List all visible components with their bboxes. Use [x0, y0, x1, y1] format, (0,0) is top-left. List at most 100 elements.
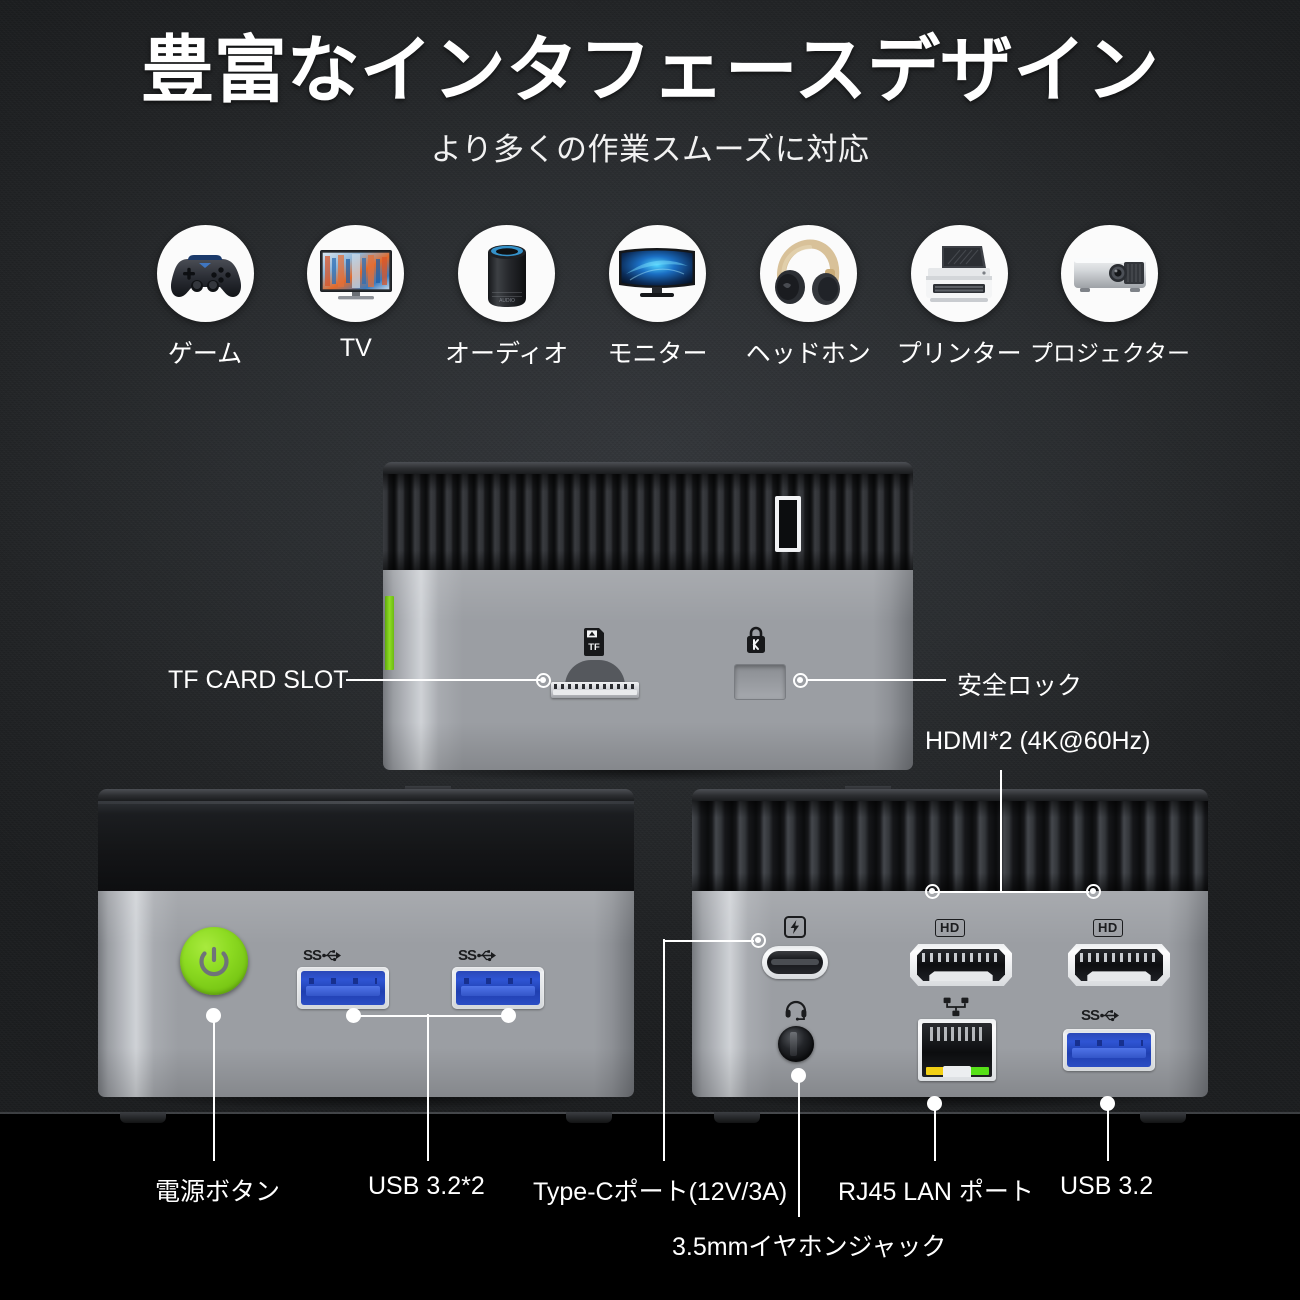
usb-port-front-2[interactable] [452, 967, 544, 1009]
ss-text: SS [303, 947, 322, 964]
hdmi-anchor-left [925, 884, 940, 899]
tf-card-slot[interactable] [551, 660, 639, 698]
printer-icon [910, 225, 1008, 322]
security-lock-leader [806, 679, 946, 681]
device-label-game: ゲーム [167, 340, 243, 368]
security-lock-slot[interactable] [734, 664, 786, 700]
security-lock-anchor [793, 673, 808, 688]
minipc-rear-view: HD HD [692, 789, 1208, 1123]
rj45-tab [943, 1066, 971, 1077]
usb-front-leader-v [427, 1014, 429, 1161]
usb-rear-leader [1106, 1104, 1109, 1161]
device-label-audio: オーディオ [445, 340, 569, 368]
device-item-monitor: モニター [592, 225, 722, 370]
lan-led-yellow [925, 1067, 944, 1075]
usb-front-anchor-2 [501, 1008, 516, 1023]
monitor-icon [608, 225, 706, 322]
tf-card-icon: TF [582, 628, 606, 656]
svg-text:TF: TF [588, 642, 600, 653]
hdmi-leader-h [933, 890, 1089, 893]
tf-card-slot-leader [346, 679, 540, 681]
background-divider [0, 1112, 1300, 1114]
power-button-edge [385, 596, 394, 670]
callout-hdmi: HDMI*2 (4K@60Hz) [925, 727, 1151, 755]
usb-ss-logo-front-1: SS [303, 947, 342, 964]
device-label-headphones: ヘッドホン [745, 340, 871, 368]
front-foot-left [120, 1112, 166, 1123]
ss-text: SS [1081, 1007, 1100, 1024]
usb-ss-logo-rear: SS [1081, 1007, 1120, 1024]
side-vent-panel [383, 474, 913, 572]
svg-text:AUDIO: AUDIO [499, 298, 515, 304]
usb-c-port[interactable] [762, 946, 828, 979]
device-item-printer: プリンター [894, 225, 1024, 370]
power-button-anchor [206, 1008, 221, 1023]
rear-top-cap [692, 789, 1208, 803]
power-button[interactable] [180, 927, 248, 995]
power-delivery-icon [784, 916, 806, 938]
side-top-cap [383, 462, 913, 476]
minipc-side-view: TF [383, 462, 913, 797]
callout-usb-front: USB 3.2*2 [368, 1172, 485, 1200]
usb-c-leader-v [663, 939, 665, 1161]
device-item-projector: プロジェクター [1030, 225, 1190, 368]
usb-c-leader-h [663, 939, 754, 942]
lan-led-green [970, 1067, 989, 1075]
usb-rear-anchor [1100, 1096, 1115, 1111]
hdmi-anchor-right [1086, 884, 1101, 899]
compatible-devices-row: ゲーム [140, 225, 1190, 370]
hdmi-mark-right: HD [1093, 919, 1123, 937]
power-button-leader [212, 1016, 215, 1161]
rear-foot-right [1140, 1112, 1186, 1123]
lan-anchor [927, 1096, 942, 1111]
callout-type-c: Type-Cポート(12V/3A) [533, 1178, 788, 1206]
hdmi-port-right[interactable] [1068, 944, 1170, 986]
device-item-headphones: ヘッドホン [743, 225, 873, 370]
front-dark-band [98, 801, 634, 893]
front-foot-right [566, 1112, 612, 1123]
rear-body-panel: HD HD [692, 891, 1208, 1109]
page-title: 豊富なインタフェースデザイン [140, 30, 1160, 111]
projector-icon [1061, 225, 1159, 322]
rj45-lan-port[interactable] [918, 1019, 996, 1081]
television-icon [307, 225, 405, 322]
headphones-icon [759, 225, 857, 322]
hdmi-port-left[interactable] [910, 944, 1012, 986]
usb-port-front-1[interactable] [297, 967, 389, 1009]
tf-card-slot-anchor [536, 673, 551, 688]
rear-foot-left [714, 1112, 760, 1123]
device-label-monitor: モニター [607, 340, 708, 368]
device-label-tv: TV [339, 334, 372, 362]
callout-usb-rear: USB 3.2 [1060, 1172, 1154, 1200]
background-lower [0, 1114, 1300, 1300]
audio-jack-anchor [791, 1068, 806, 1083]
callout-audio-jack: 3.5mmイヤホンジャック [672, 1233, 947, 1261]
usb-port-rear[interactable] [1063, 1029, 1155, 1071]
device-item-tv: TV [291, 225, 421, 363]
headphone-jack-icon [784, 999, 808, 1021]
speaker-icon: AUDIO [458, 225, 556, 322]
callout-power-button: 電源ボタン [155, 1178, 281, 1206]
callout-security-lock: 安全ロック [957, 672, 1083, 700]
usb-ss-logo-front-2: SS [458, 947, 497, 964]
hdmi-mark-left: HD [935, 919, 965, 937]
usb-front-anchor-1 [346, 1008, 361, 1023]
lan-icon [943, 997, 969, 1017]
usb-c-anchor [751, 933, 766, 948]
audio-jack-port[interactable] [778, 1026, 814, 1062]
callout-tf-card-slot: TF CARD SLOT [168, 666, 349, 694]
minipc-front-view: SS SS [98, 789, 634, 1123]
header: 豊富なインタフェースデザイン より多くの作業スムーズに対応 [0, 0, 1300, 169]
device-label-projector: プロジェクター [1029, 340, 1191, 366]
page-subtitle: より多くの作業スムーズに対応 [430, 132, 870, 167]
device-label-printer: プリンター [896, 340, 1022, 368]
front-top-cap [98, 789, 634, 803]
side-body-panel: TF [383, 570, 913, 782]
ss-text: SS [458, 947, 477, 964]
device-item-audio: AUDIO オーディオ [442, 225, 572, 370]
front-body-panel: SS SS [98, 891, 634, 1109]
audio-jack-leader [797, 1076, 800, 1217]
gamepad-icon [156, 225, 254, 322]
lan-leader [933, 1104, 936, 1161]
device-item-game: ゲーム [140, 225, 270, 370]
